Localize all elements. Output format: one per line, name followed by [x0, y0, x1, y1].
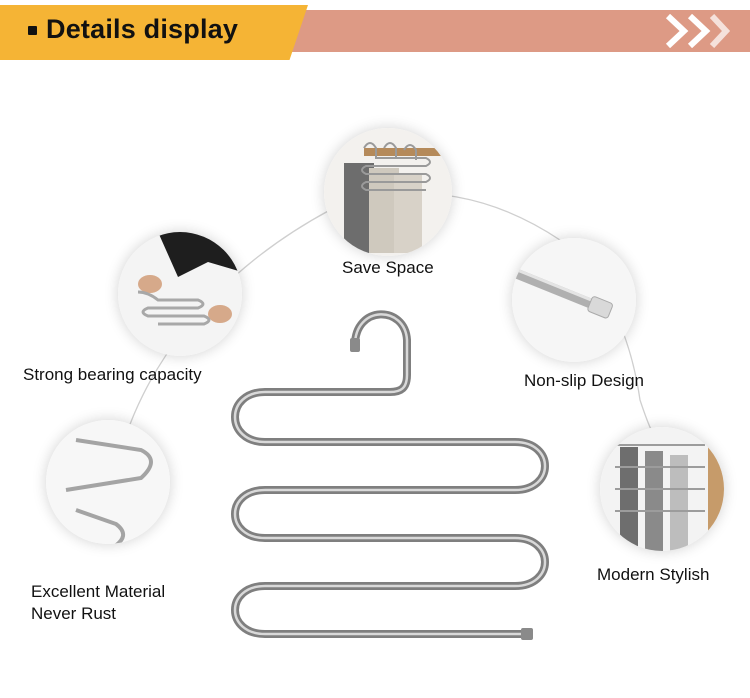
header-tab [0, 5, 308, 60]
modern-stylish-photo [600, 427, 724, 551]
save-space-photo [324, 128, 452, 256]
feature-label-strong-bearing: Strong bearing capacity [23, 365, 202, 384]
page-title: Details display [46, 14, 239, 44]
feature-label-never-rust: Never Rust [31, 604, 117, 623]
feature-label-modern-stylish: Modern Stylish [597, 565, 710, 584]
non-slip-photo [512, 238, 636, 362]
feature-label-material: Excellent Material [31, 582, 166, 601]
feature-label-non-slip: Non-slip Design [524, 371, 644, 390]
s-shaped-hanger-illustration [231, 310, 549, 640]
bullet-square-icon [28, 26, 37, 35]
strong-bearing-photo [118, 232, 242, 356]
material-photo [46, 420, 170, 544]
feature-label-save-space: Save Space [342, 258, 434, 277]
double-chevron-right-icon [665, 14, 730, 48]
